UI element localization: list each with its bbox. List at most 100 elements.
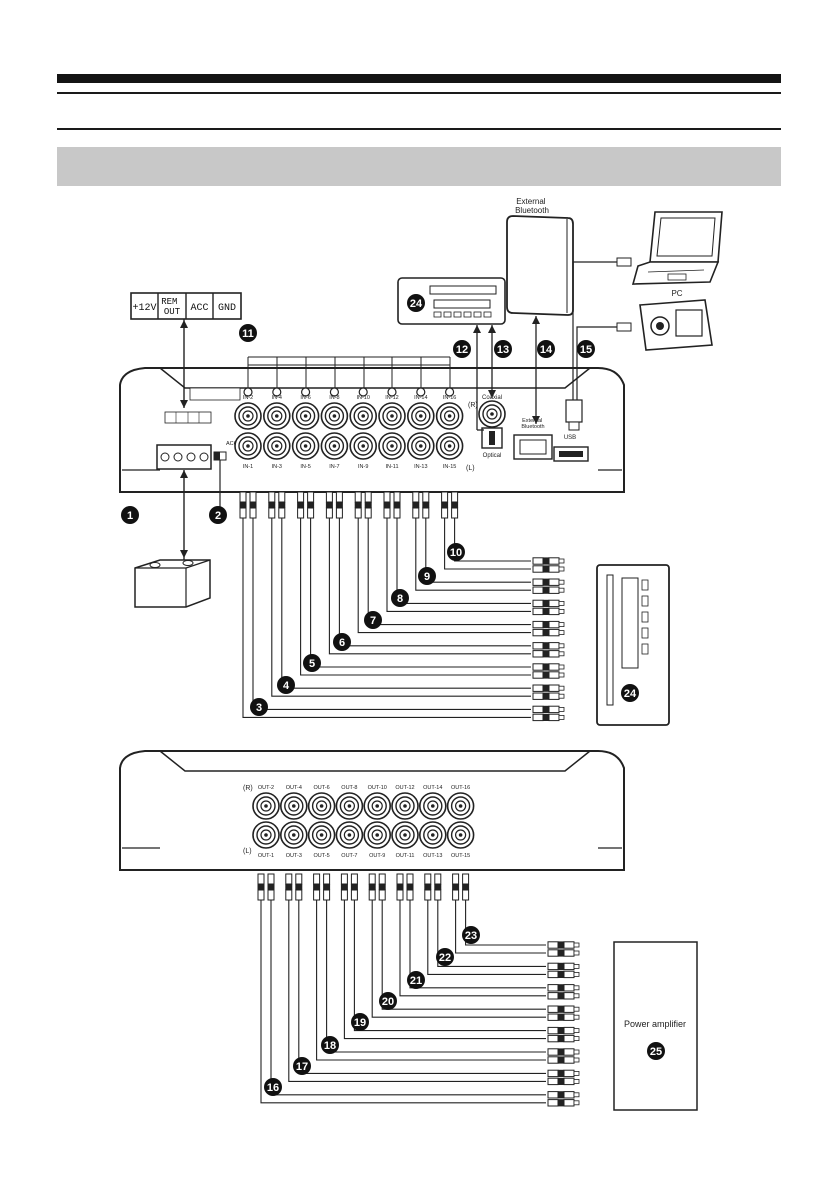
callout-23: 23 (462, 926, 480, 944)
in-jack-in-2[interactable] (234, 402, 262, 430)
in-cable-wire-4a (328, 518, 531, 655)
coaxial-jack[interactable] (478, 400, 506, 428)
in-jack-in-4[interactable] (262, 402, 291, 430)
terminal-legend-small (164, 387, 241, 424)
in-cable-end-6b (532, 599, 565, 608)
out-jack-out-9[interactable] (363, 821, 392, 849)
battery (134, 559, 211, 608)
out-jack-out-6[interactable] (307, 792, 336, 820)
out-label-top-5: OUT-10 (368, 785, 387, 791)
power-terminal-box: +12V REM OUT ACC GND (130, 292, 242, 320)
in-cable-plug-7a (411, 491, 420, 519)
in-jack-in-8[interactable] (320, 402, 349, 430)
in-jack-in-16[interactable] (435, 402, 464, 430)
out-jack-out-1[interactable] (252, 821, 280, 849)
in-cable-wire-8b (454, 518, 531, 562)
in-cable-end-7a (532, 586, 565, 595)
in-cable-end-1b (532, 705, 565, 714)
svg-text:8: 8 (397, 593, 403, 605)
label-right-channel-bottom: (R) (243, 785, 253, 792)
out-jack-out-13[interactable] (418, 821, 447, 849)
out-cable-plug-4a (340, 873, 349, 901)
svg-text:23: 23 (465, 930, 477, 942)
out-cable-wire-1a (260, 900, 546, 1104)
in-cable-plug-4a (325, 491, 334, 519)
callout-3: 3 (250, 698, 268, 716)
out-label-bottom-4: OUT-7 (341, 853, 357, 859)
in-jack-in-15[interactable] (435, 432, 464, 460)
optical-port[interactable] (481, 427, 503, 449)
terminal-label-gnd: GND (218, 303, 236, 314)
svg-text:13: 13 (497, 344, 509, 356)
out-jack-out-15[interactable] (446, 821, 475, 849)
svg-text:21: 21 (410, 975, 422, 987)
out-jack-out-2[interactable] (252, 792, 280, 820)
in-label-bottom-5: IN-9 (358, 464, 368, 470)
in-jack-in-14[interactable] (406, 402, 435, 430)
out-cable-plug-7a (423, 873, 432, 901)
in-jack-in-3[interactable] (262, 432, 291, 460)
out-cable-wire-3a (316, 900, 546, 1061)
section-title-band (57, 147, 781, 186)
out-cable-wire-4a (343, 900, 546, 1040)
in-cable-end-8a (532, 564, 565, 574)
in-jack-in-13[interactable] (406, 432, 435, 460)
out-label-top-1: OUT-2 (258, 785, 274, 791)
terminal-label-acc: ACC (190, 303, 208, 314)
out-jack-out-7[interactable] (335, 821, 364, 849)
out-cable-plug-4b (350, 873, 359, 901)
callout-22: 22 (436, 948, 454, 966)
in-indicator-1 (243, 387, 253, 397)
out-jack-out-4[interactable] (279, 792, 308, 820)
out-jack-out-5[interactable] (307, 821, 336, 849)
callout-20: 20 (379, 992, 397, 1010)
callout-18: 18 (321, 1036, 339, 1054)
label-external-bt-port-line1: External (522, 418, 542, 424)
in-jack-in-10[interactable] (349, 402, 378, 430)
in-jack-in-5[interactable] (291, 432, 320, 460)
out-cable-end-6b (547, 983, 580, 992)
header-rule-top (57, 92, 781, 94)
in-jack-in-6[interactable] (291, 402, 320, 430)
in-jack-in-12[interactable] (378, 402, 406, 430)
out-label-bottom-8: OUT-15 (451, 853, 470, 859)
in-cable-end-3b (532, 662, 565, 672)
label-power-amplifier: Power amplifier (624, 1019, 686, 1029)
in-cable-wire-6a (386, 518, 531, 612)
svg-text:14: 14 (540, 344, 553, 356)
in-cable-plug-7b (421, 491, 430, 519)
usb-port[interactable] (553, 446, 589, 462)
out-label-bottom-2: OUT-3 (286, 853, 302, 859)
out-cable-wire-6a (399, 900, 546, 997)
in-indicator-6 (387, 387, 397, 397)
out-cable-plug-8b (461, 873, 470, 901)
out-cable-plug-6a (396, 873, 404, 901)
in-jack-in-9[interactable] (349, 432, 378, 460)
bluetooth-port[interactable] (513, 434, 553, 460)
in-jack-in-7[interactable] (320, 432, 349, 460)
callout-15: 15 (577, 340, 595, 358)
svg-text:15: 15 (580, 344, 592, 356)
in-jack-in-11[interactable] (378, 432, 406, 460)
in-cable-end-2a (532, 692, 565, 701)
out-jack-out-8[interactable] (335, 792, 364, 820)
external-bluetooth-device (506, 215, 574, 316)
callout-12: 12 (453, 340, 471, 358)
out-jack-out-12[interactable] (391, 792, 419, 820)
callout-21: 21 (407, 971, 425, 989)
out-jack-out-16[interactable] (446, 792, 475, 820)
svg-text:9: 9 (424, 571, 430, 583)
out-jack-out-10[interactable] (363, 792, 392, 820)
in-label-top-1: IN-2 (243, 395, 253, 401)
in-label-bottom-4: IN-7 (329, 464, 339, 470)
in-cable-plug-3a (296, 491, 305, 519)
in-jack-in-1[interactable] (234, 432, 262, 460)
svg-text:18: 18 (324, 1040, 336, 1052)
out-cable-end-7a (547, 970, 580, 979)
label-external-bt-port-line2: Bluetooth (521, 424, 544, 430)
out-jack-out-3[interactable] (279, 821, 308, 849)
out-jack-out-14[interactable] (418, 792, 447, 820)
in-cable-end-4a (532, 649, 565, 658)
out-jack-out-11[interactable] (391, 821, 419, 849)
